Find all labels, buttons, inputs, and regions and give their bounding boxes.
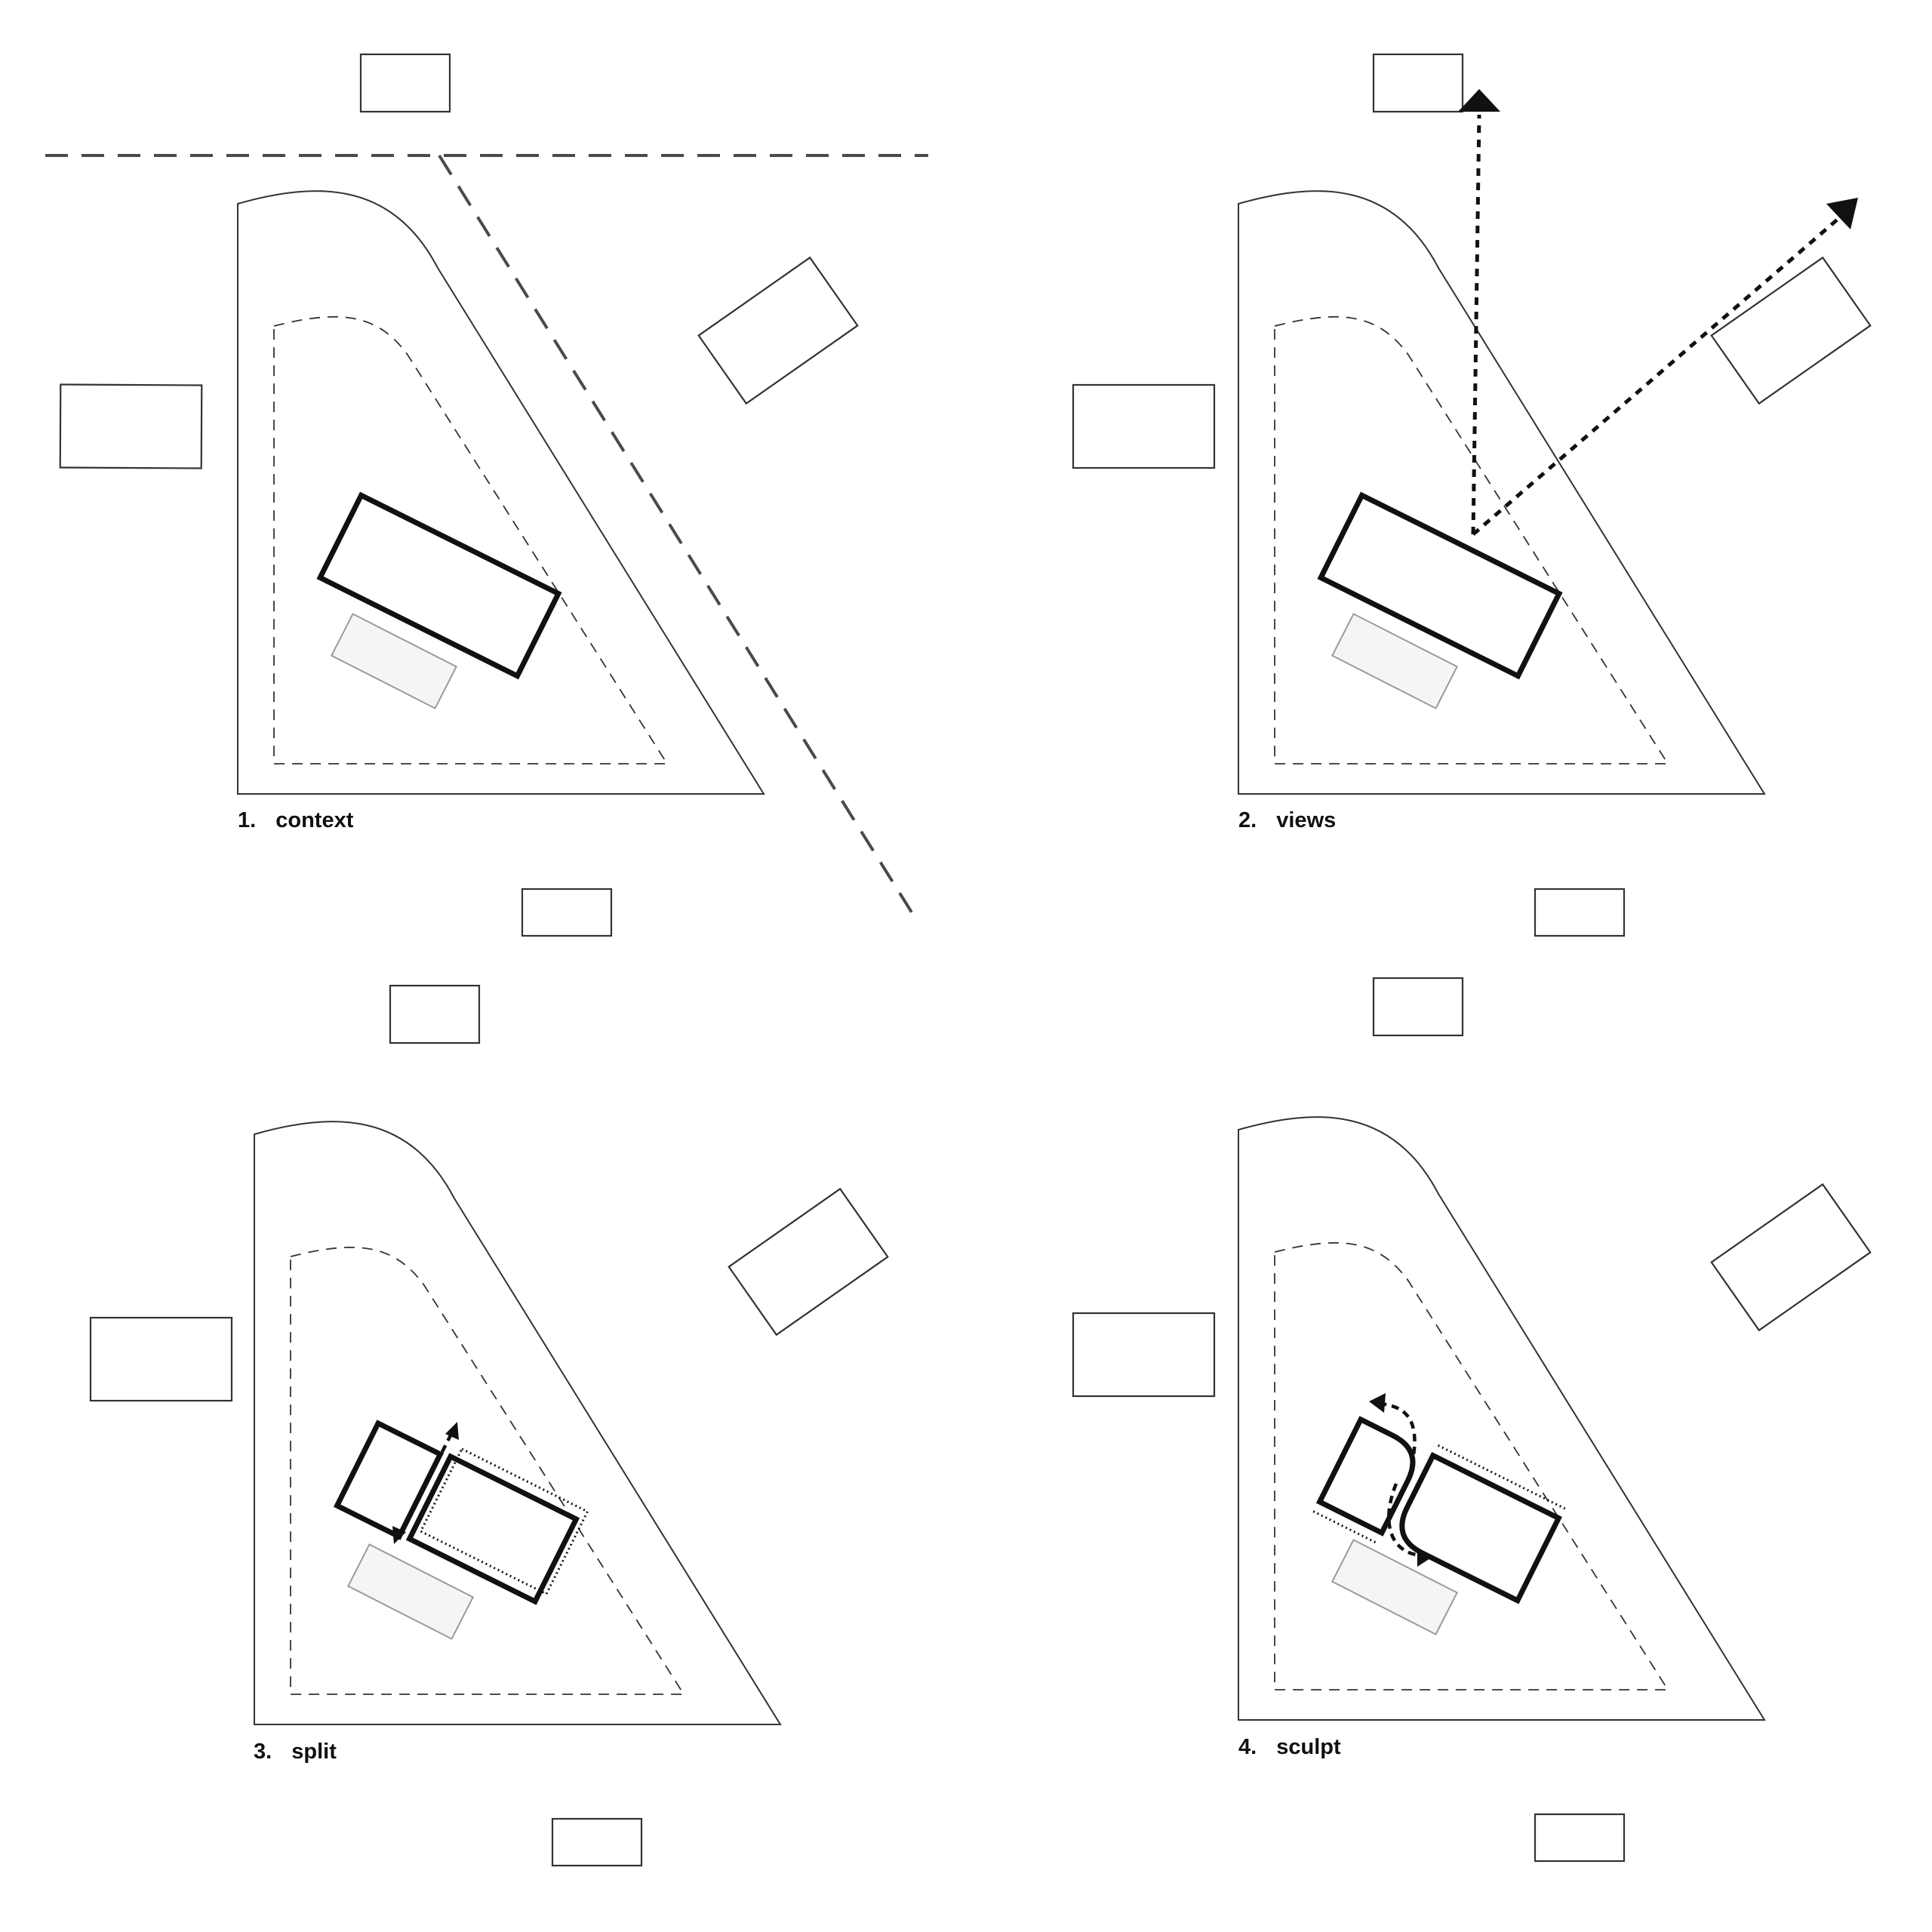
building-mass-large — [405, 1453, 580, 1605]
neighbor-building — [521, 888, 613, 937]
panel-number: 3. — [254, 1740, 272, 1764]
neighbor-building — [728, 1187, 889, 1337]
split-move-arrow — [399, 1432, 454, 1534]
view-arrow-northeast — [1826, 198, 1858, 229]
offset-trace — [419, 1447, 589, 1596]
panel-number: 4. — [1238, 1735, 1257, 1759]
svg-text:3. split: 3. split — [254, 1740, 337, 1764]
neighbor-building — [1072, 1312, 1216, 1398]
neighbor-building — [1710, 1183, 1872, 1332]
existing-pad — [1331, 1539, 1459, 1635]
setback-line — [273, 315, 668, 764]
existing-pad — [1331, 613, 1459, 709]
svg-text:4. sculpt: 4. sculpt — [1238, 1735, 1341, 1759]
existing-pad — [346, 1543, 475, 1640]
split-arrow-head-down — [392, 1526, 406, 1544]
panel-sculpt: 4. sculpt — [1072, 1116, 1872, 1863]
panel-context: 1. context — [45, 53, 928, 937]
road-edge-diagonal — [438, 154, 915, 916]
building-mass-sculpted-large — [1399, 1451, 1562, 1604]
building-mass-sculpted-small — [1315, 1416, 1416, 1537]
neighbor-building — [697, 256, 859, 405]
panel-split: 3. split — [89, 984, 889, 1867]
neighbor-building — [1372, 53, 1464, 113]
neighbor-building — [89, 1316, 233, 1402]
neighbor-building — [1072, 383, 1216, 469]
panel-caption: split — [291, 1740, 337, 1764]
panel-caption: context — [275, 808, 353, 832]
view-line-northeast — [1472, 216, 1841, 536]
sculpt-arrow-head-bottom — [1417, 1547, 1432, 1567]
site-boundary — [237, 190, 764, 795]
offset-trace — [1312, 1510, 1377, 1544]
setback-line — [290, 1246, 685, 1695]
view-arrow-north — [1458, 89, 1500, 112]
neighbor-building — [359, 53, 451, 113]
neighbor-building — [389, 984, 481, 1044]
panel-views: 2. views — [1072, 53, 1872, 1037]
site-boundary — [1238, 190, 1765, 795]
building-mass — [316, 491, 562, 680]
panel-caption: sculpt — [1276, 1735, 1341, 1759]
offset-trace — [1437, 1444, 1566, 1510]
setback-line — [1274, 1241, 1669, 1690]
neighbor-building — [551, 1817, 643, 1867]
setback-line — [1274, 315, 1669, 764]
panel-caption: views — [1276, 808, 1336, 832]
building-mass — [1317, 491, 1563, 680]
svg-text:1. context: 1. context — [238, 808, 354, 832]
split-arrow-head-up — [445, 1422, 459, 1440]
neighbor-building — [1534, 1813, 1626, 1863]
neighbor-building — [59, 383, 203, 469]
sculpt-move-arrow-bottom — [1387, 1483, 1420, 1558]
panel-number: 1. — [238, 808, 256, 832]
neighbor-building — [1534, 888, 1626, 937]
neighbor-building — [1710, 256, 1872, 405]
view-line-north — [1471, 114, 1481, 535]
sculpt-arrow-head-top — [1369, 1393, 1386, 1413]
site-boundary — [1238, 1116, 1765, 1721]
sculpt-move-arrow-top — [1382, 1401, 1417, 1480]
site-boundary — [254, 1121, 781, 1725]
panel-number: 2. — [1238, 808, 1257, 832]
neighbor-building — [1372, 977, 1464, 1037]
svg-text:2. views: 2. views — [1238, 808, 1336, 832]
existing-pad — [330, 613, 458, 709]
